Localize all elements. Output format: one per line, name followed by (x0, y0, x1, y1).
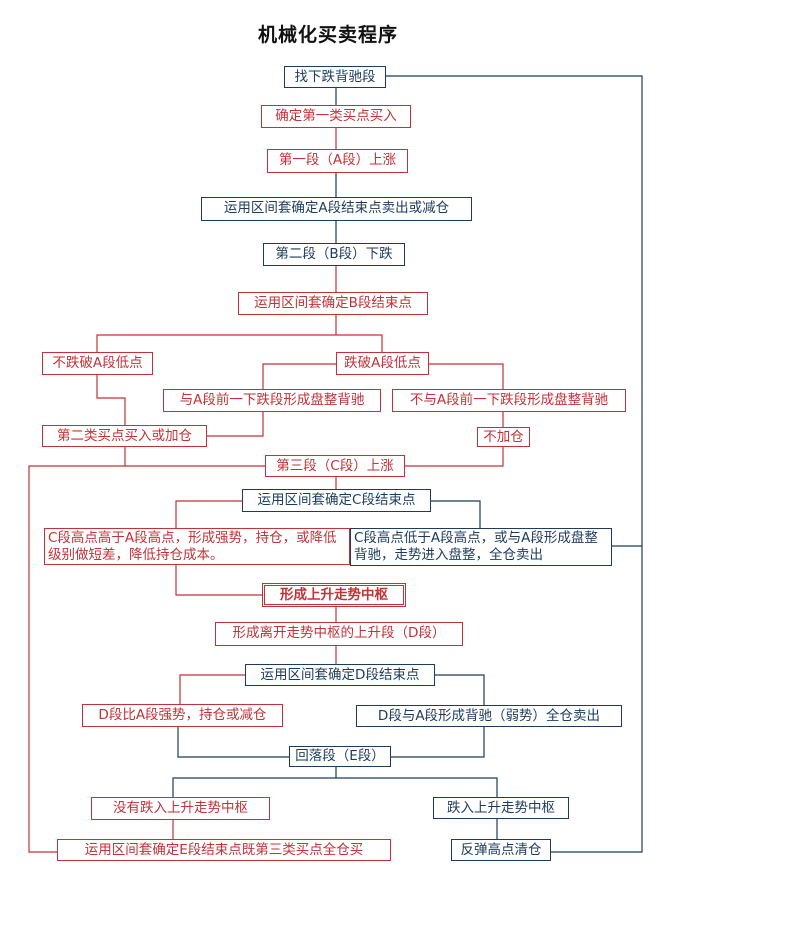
node-second-buy: 第二类买点买入或加仓 (42, 425, 207, 447)
node-sell-rebound: 反弹高点清仓 (451, 839, 551, 861)
node-no-add: 不加仓 (477, 427, 530, 447)
node-third-buy: 运用区间套确定E段结束点既第三类买点全仓买 (57, 839, 391, 861)
conn-e-branch (172, 777, 498, 797)
blue-connectors (172, 75, 643, 853)
node-seg-c-up: 第三段（C段）上涨 (265, 455, 405, 477)
node-seg-a-end: 运用区间套确定A段结束点卖出或减仓 (201, 197, 472, 221)
node-seg-d-up: 形成离开走势中枢的上升段（D段） (215, 622, 463, 646)
conn-noadd-c (405, 447, 504, 467)
node-into-pivot: 跌入上升走势中枢 (433, 797, 569, 819)
node-c-higher: C段高点高于A段高点，形成强势，持仓，或降低级别做短差，降低持仓成本。 (44, 528, 350, 565)
node-seg-d-end: 运用区间套确定D段结束点 (245, 664, 435, 686)
node-seg-c-end: 运用区间套确定C段结束点 (242, 489, 431, 512)
node-find-divergence: 找下跌背驰段 (284, 66, 386, 88)
conn-notbreak-second (96, 375, 126, 425)
conn-break-left (262, 363, 336, 389)
node-seg-e-pullback: 回落段（E段） (289, 746, 391, 767)
conn-d-strong-e (177, 727, 289, 758)
node-not-break-a-low: 不跌破A段低点 (42, 352, 153, 375)
conn-c-higher-pivot (175, 565, 262, 596)
node-consolidation-divergence: 与A段前一下跌段形成盘整背驰 (163, 389, 381, 412)
node-break-a-low: 跌破A段低点 (336, 352, 429, 375)
conn-second-c (124, 447, 265, 467)
node-not-into-pivot: 没有跌入上升走势中枢 (91, 797, 270, 820)
node-seg-a-up: 第一段（A段）上涨 (267, 149, 408, 173)
conn-d-left (179, 674, 245, 704)
conn-left-loop (28, 465, 125, 853)
red-connectors (28, 128, 504, 853)
conn-c-left (175, 500, 242, 528)
node-d-stronger: D段比A段强势，持仓或减仓 (82, 704, 283, 727)
node-d-divergence: D段与A段形成背驰（弱势）全仓卖出 (356, 705, 622, 727)
node-pivot: 形成上升走势中枢 (262, 583, 406, 607)
conn-d-div-e (391, 727, 485, 758)
conn-break-right (429, 363, 504, 389)
node-first-buy: 确定第一类买点买入 (261, 105, 411, 128)
conn-div-second (207, 412, 264, 437)
node-c-lower: C段高点低于A段高点，或与A段形成盘整背驰，走势进入盘整，全仓卖出 (350, 528, 612, 566)
conn-b-branch (96, 334, 383, 352)
diagram-title: 机械化买卖程序 (258, 24, 399, 46)
conn-d-right (435, 674, 485, 705)
node-seg-b-down: 第二段（B段）下跌 (263, 243, 405, 266)
loop-back-line (386, 75, 643, 853)
conn-c-right (431, 500, 481, 528)
node-no-consolidation-divergence: 不与A段前一下跌段形成盘整背驰 (392, 389, 626, 412)
node-seg-b-end: 运用区间套确定B段结束点 (238, 292, 428, 315)
